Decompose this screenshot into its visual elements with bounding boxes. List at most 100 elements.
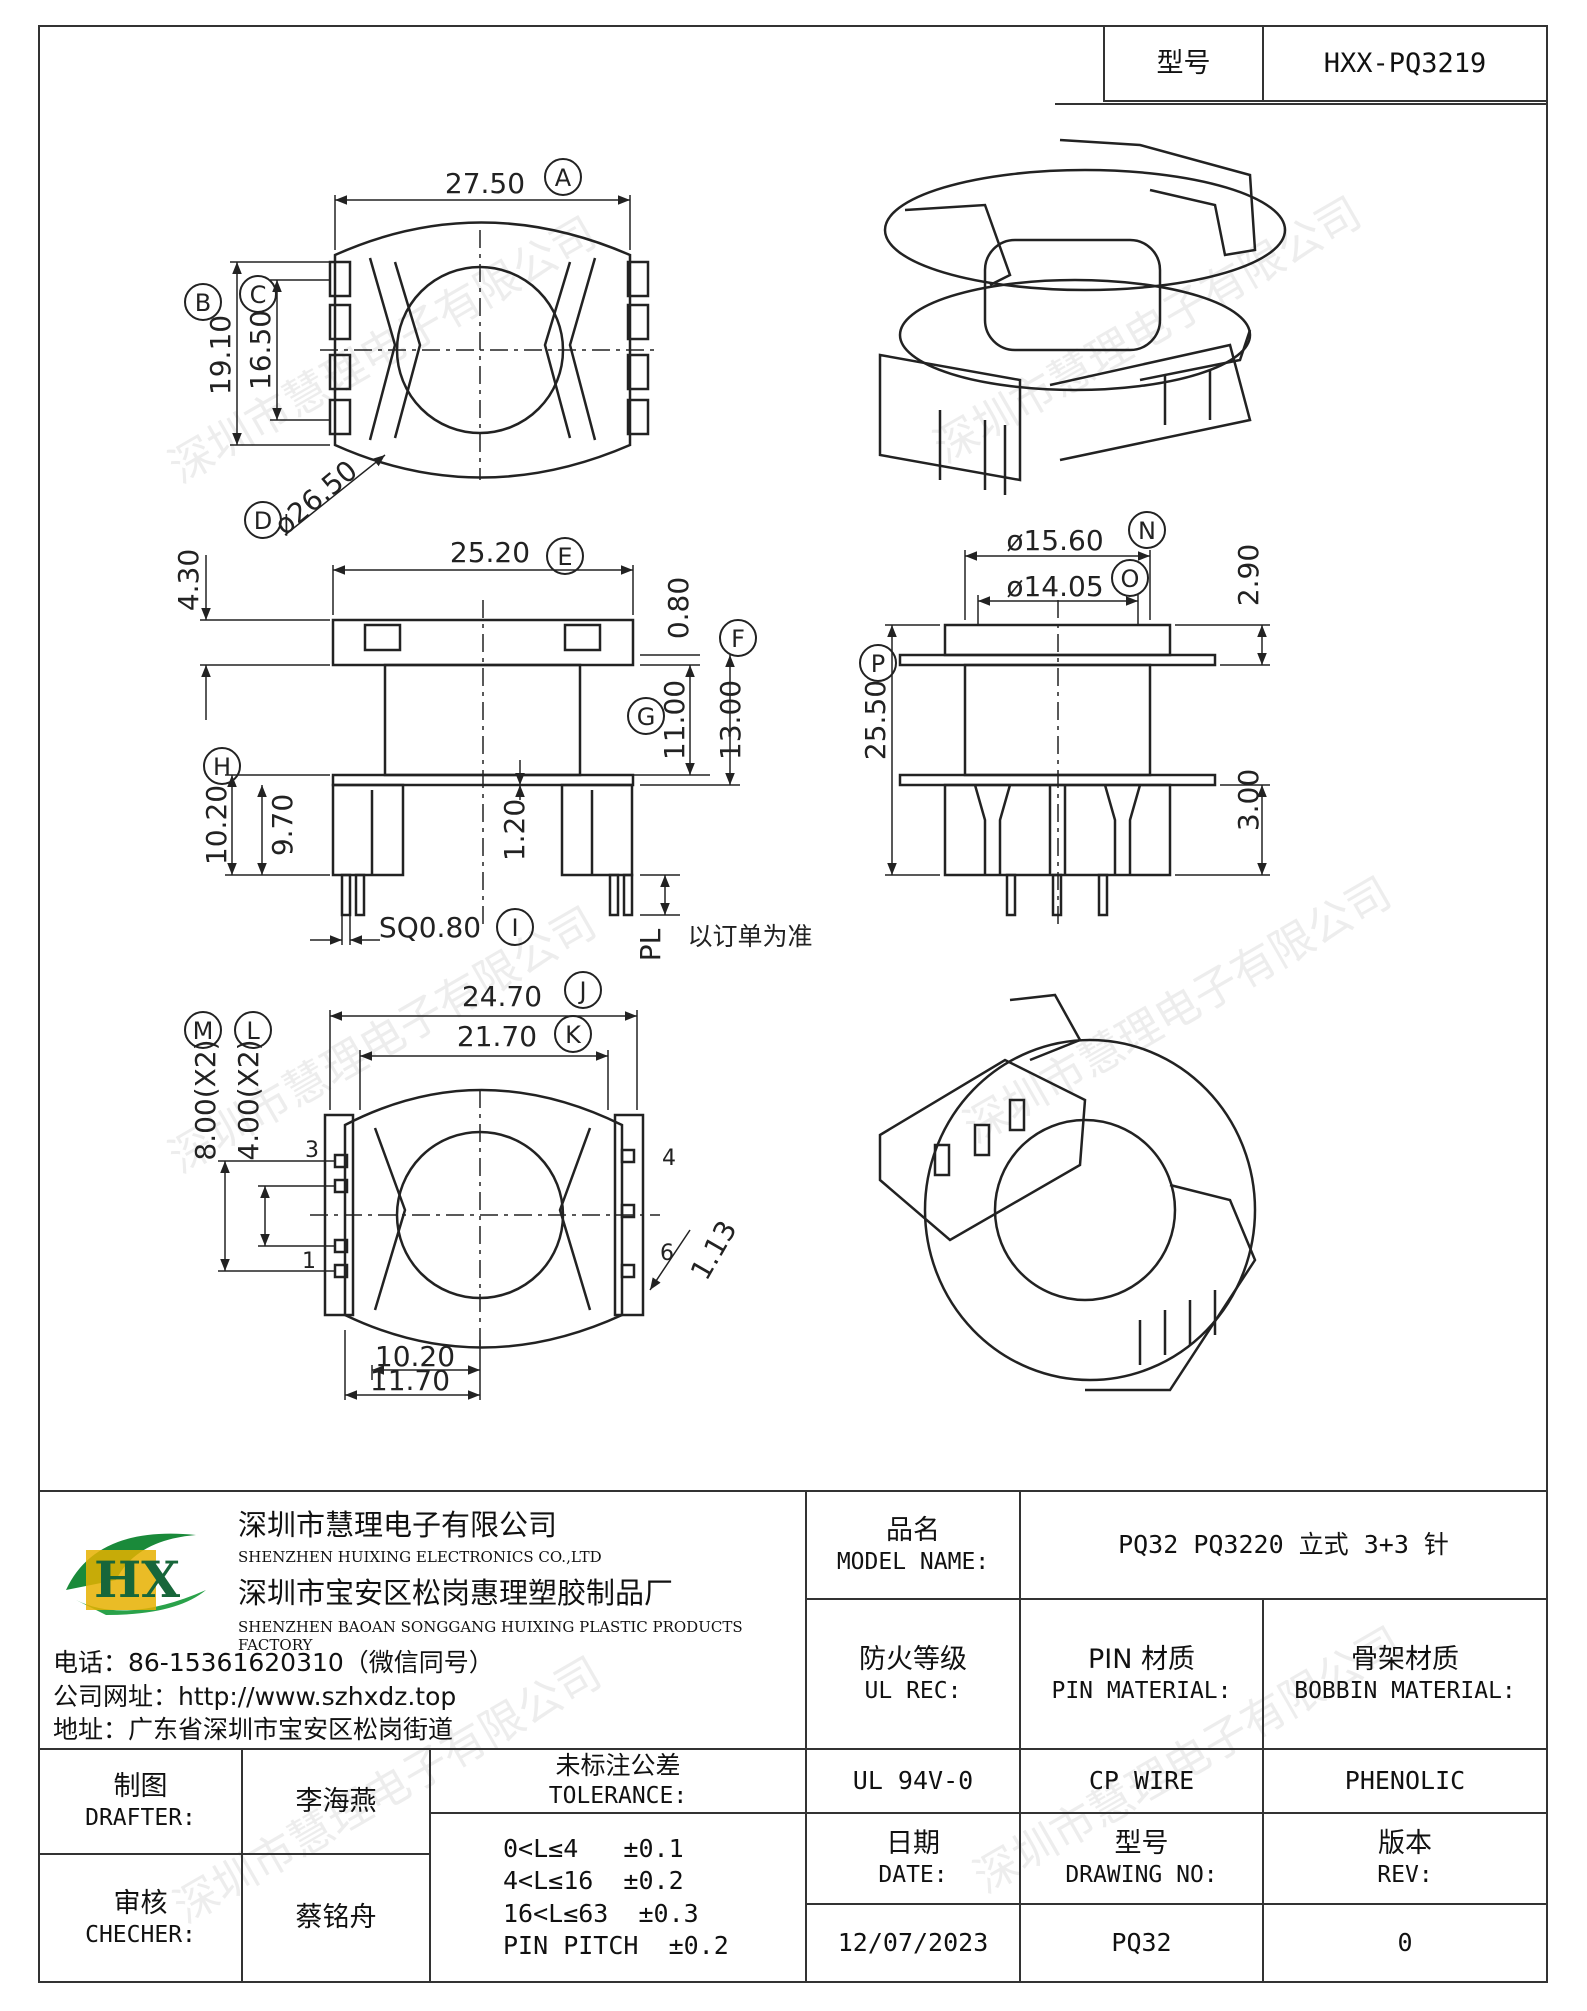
drawing-no-label: 型号 DRAWING NO: bbox=[1019, 1812, 1264, 1905]
title-block-top-rule bbox=[38, 1490, 1548, 1492]
checker-label-cn: 审核 bbox=[113, 1887, 168, 1919]
drafter-value-text: 李海燕 bbox=[295, 1785, 377, 1817]
header-model-label-text: 型号 bbox=[1156, 47, 1211, 79]
front-view bbox=[200, 555, 740, 945]
callout-a: A bbox=[555, 164, 572, 192]
fire-rating-label-en: UL REC: bbox=[864, 1677, 962, 1704]
dim-g: 11.00 bbox=[658, 680, 691, 760]
bobbin-material-label-en: BOBBIN MATERIAL: bbox=[1294, 1677, 1516, 1704]
dim-top-h: 4.30 bbox=[172, 549, 205, 611]
header-model-value: HXX-PQ3219 bbox=[1262, 25, 1548, 102]
date-label: 日期 DATE: bbox=[805, 1812, 1021, 1905]
callout-l: L bbox=[246, 1017, 260, 1045]
tolerance-line-4: PIN PITCH ±0.2 bbox=[503, 1931, 729, 1960]
checker-value-text: 蔡铭舟 bbox=[295, 1902, 377, 1934]
dim-k: 21.70 bbox=[457, 1020, 537, 1053]
callout-m: M bbox=[193, 1017, 214, 1045]
model-name-label-en: MODEL NAME: bbox=[836, 1548, 990, 1575]
iso-view-bottom bbox=[878, 993, 1257, 1392]
bobbin-material-label: 骨架材质 BOBBIN MATERIAL: bbox=[1262, 1598, 1548, 1750]
dimension-callouts bbox=[184, 158, 1166, 1053]
dim-d: ø26.50 bbox=[268, 454, 364, 542]
tolerance-values: 0<L≤4 ±0.1 4<L≤16 ±0.2 16<L≤63 ±0.3 PIN … bbox=[429, 1812, 807, 1983]
pin-material-label-cn: PIN 材质 bbox=[1087, 1643, 1196, 1675]
rev-label: 版本 REV: bbox=[1262, 1812, 1548, 1905]
dim-j: 24.70 bbox=[462, 980, 542, 1013]
callout-h: H bbox=[213, 753, 231, 781]
dim-n: ø15.60 bbox=[1006, 524, 1103, 557]
dim-e: 25.20 bbox=[450, 536, 530, 569]
drafter-value: 李海燕 bbox=[241, 1748, 431, 1855]
iso-view-top bbox=[878, 138, 1287, 495]
company-phone: 电话：86-15361620310（微信同号） bbox=[53, 1648, 494, 1677]
bobbin-material-label-cn: 骨架材质 bbox=[1351, 1643, 1459, 1675]
tolerance-label-cn: 未标注公差 bbox=[555, 1750, 681, 1780]
factory-name-en: SHENZHEN BAOAN SONGGANG HUIXING PLASTIC … bbox=[238, 1618, 743, 1654]
callout-n: N bbox=[1138, 517, 1156, 545]
header-underline bbox=[1055, 103, 1548, 105]
header-model-value-text: HXX-PQ3219 bbox=[1323, 47, 1487, 79]
dim-g2: 13.00 bbox=[714, 680, 747, 760]
dim-bot2: 11.70 bbox=[370, 1364, 450, 1397]
pin-material-value-text: CP WIRE bbox=[1088, 1765, 1195, 1795]
top-view bbox=[230, 195, 660, 536]
rev-value-text: 0 bbox=[1397, 1927, 1413, 1957]
tolerance-line-3: 16<L≤63 ±0.3 bbox=[503, 1898, 699, 1928]
drawing-no-label-cn: 型号 bbox=[1114, 1828, 1169, 1859]
dim-f: 0.80 bbox=[662, 577, 695, 639]
checker-value: 蔡铭舟 bbox=[241, 1853, 431, 1983]
dim-bot1: 10.20 bbox=[375, 1340, 455, 1373]
pin-label-1: 1 bbox=[302, 1249, 316, 1274]
company-logo-letters: HX bbox=[94, 1550, 181, 1609]
side-view bbox=[885, 550, 1270, 930]
dim-p: 25.50 bbox=[859, 680, 892, 760]
callout-k: K bbox=[565, 1021, 582, 1049]
dim-m: 8.00(X2) bbox=[189, 1039, 222, 1160]
drafter-label: 制图 DRAFTER: bbox=[38, 1748, 243, 1855]
pin-material-label: PIN 材质 PIN MATERIAL: bbox=[1019, 1598, 1264, 1750]
date-label-en: DATE: bbox=[878, 1862, 948, 1889]
drawing-no-label-en: DRAWING NO: bbox=[1065, 1862, 1218, 1889]
fire-rating-label: 防火等级 UL REC: bbox=[805, 1598, 1021, 1750]
date-value-text: 12/07/2023 bbox=[837, 1927, 989, 1957]
callout-p: P bbox=[871, 650, 885, 678]
dim-h: 10.20 bbox=[200, 785, 233, 865]
pin-label-4: 4 bbox=[662, 1146, 676, 1171]
bobbin-material-value: PHENOLIC bbox=[1262, 1748, 1548, 1814]
dim-b: 19.10 bbox=[204, 315, 237, 395]
model-name-label-cn: 品名 bbox=[886, 1514, 940, 1546]
tolerance-label: 未标注公差 TOLERANCE: bbox=[429, 1748, 807, 1814]
header-model-label: 型号 bbox=[1103, 25, 1263, 102]
company-logo: HX bbox=[56, 1520, 216, 1630]
dim-l: 4.00(X2) bbox=[232, 1039, 265, 1160]
pin-material-value: CP WIRE bbox=[1019, 1748, 1264, 1814]
fire-rating-value-text: UL 94V-0 bbox=[852, 1765, 974, 1795]
dim-a: 27.50 bbox=[445, 167, 525, 200]
callout-g: G bbox=[637, 703, 656, 731]
tolerance-label-en: TOLERANCE: bbox=[548, 1783, 688, 1810]
callout-e: E bbox=[557, 543, 572, 571]
fire-rating-value: UL 94V-0 bbox=[805, 1748, 1021, 1814]
rev-label-cn: 版本 bbox=[1378, 1828, 1432, 1859]
fire-rating-label-cn: 防火等级 bbox=[859, 1643, 967, 1675]
callout-i: I bbox=[511, 914, 518, 942]
dim-side1: 2.90 bbox=[1232, 544, 1265, 606]
factory-name-cn: 深圳市宝安区松岗惠理塑胶制品厂 bbox=[238, 1576, 674, 1610]
company-address: 地址：广东省深圳市宝安区松岗街道 bbox=[53, 1715, 454, 1744]
company-name-cn: 深圳市慧理电子有限公司 bbox=[238, 1508, 558, 1542]
dim-h3: 1.20 bbox=[498, 799, 531, 861]
dim-pl: PL bbox=[634, 928, 667, 961]
tolerance-line-2: 4<L≤16 ±0.2 bbox=[503, 1866, 684, 1895]
pin-material-label-en: PIN MATERIAL: bbox=[1051, 1677, 1232, 1704]
date-value: 12/07/2023 bbox=[805, 1903, 1021, 1983]
model-name-value-text: PQ32 PQ3220 立式 3+3 针 bbox=[1118, 1529, 1449, 1559]
model-name-label: 品名 MODEL NAME: bbox=[805, 1490, 1021, 1600]
rev-label-en: REV: bbox=[1377, 1862, 1433, 1889]
callout-j: J bbox=[577, 977, 586, 1005]
rev-value: 0 bbox=[1262, 1903, 1548, 1983]
technical-drawing: A B C D E F G H I J K L M N O P 27.50 19… bbox=[172, 138, 1287, 1400]
dim-pin-d: 1.13 bbox=[684, 1215, 744, 1285]
company-info: HX 深圳市慧理电子有限公司 SHENZHEN HUIXING ELECTRON… bbox=[38, 1490, 806, 1750]
company-website: 公司网址：http://www.szhxdz.top bbox=[53, 1682, 457, 1711]
drafter-label-en: DRAFTER: bbox=[85, 1805, 196, 1832]
